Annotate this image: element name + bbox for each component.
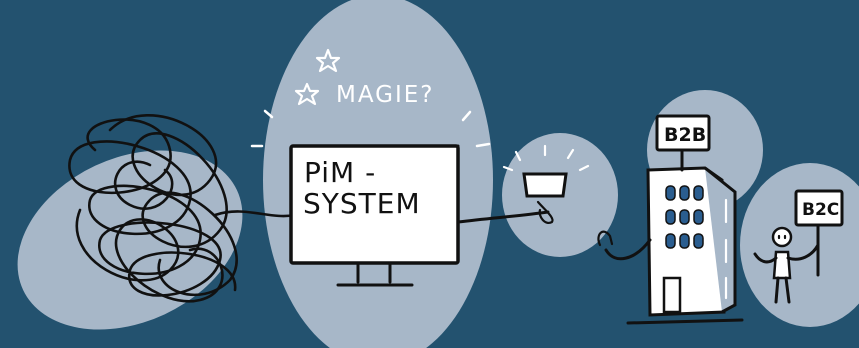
b2b-label: B2B — [664, 124, 706, 146]
package-icon — [502, 144, 590, 224]
b2c-blob — [740, 163, 859, 327]
monitor-icon — [289, 144, 460, 287]
b2b-sign — [655, 114, 711, 152]
monitor-glow — [250, 109, 491, 148]
magic-label: MAGIE? — [336, 82, 435, 108]
tangle-icon — [68, 114, 297, 303]
pim-label-line1: PiM - — [304, 156, 376, 189]
left-blob — [17, 150, 243, 330]
pim-label-line2: SYSTEM — [303, 187, 421, 220]
b2c-label: B2C — [802, 200, 839, 220]
person-icon — [753, 224, 820, 304]
building-icon — [597, 148, 744, 325]
sparkle-icon — [294, 48, 341, 106]
b2c-sign — [794, 189, 844, 227]
